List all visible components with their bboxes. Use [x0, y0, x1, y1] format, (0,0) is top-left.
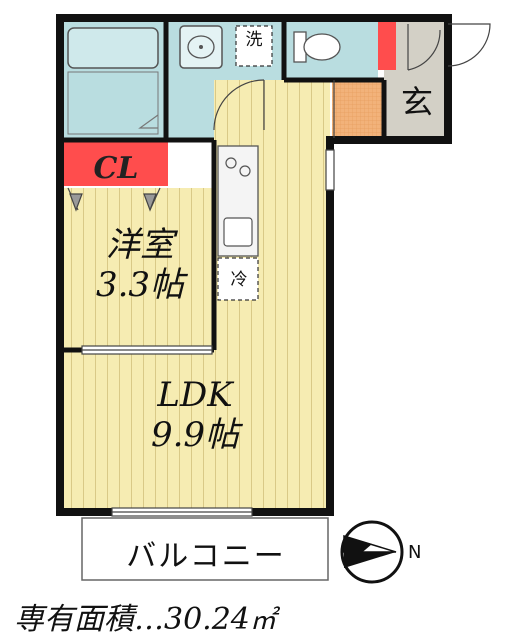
closet-label: CL: [93, 151, 139, 186]
western-room-floor: [60, 188, 216, 350]
entrance-step: [332, 80, 384, 138]
floor-area-unit: ㎡: [249, 606, 276, 636]
doors: [67, 23, 491, 212]
fridge-label: 冷: [230, 270, 248, 290]
shoe-cabinet: [378, 18, 396, 70]
balcony-label: バルコニー: [126, 539, 286, 574]
kitchen-sink: [223, 217, 253, 247]
compass-icon: [340, 520, 404, 584]
ldk-floor: [60, 350, 330, 512]
western-room-label: 洋室 3.3帖: [70, 228, 210, 302]
balcony: [81, 517, 329, 581]
windows: [81, 149, 335, 517]
stove-burner: [225, 157, 237, 169]
bathtub: [67, 27, 159, 69]
drain-icon: [138, 114, 159, 129]
washer-space: [235, 25, 273, 67]
walls: [56, 14, 452, 516]
western-room-size: 3.3帖: [95, 265, 185, 305]
washer-label: 洗: [245, 30, 263, 50]
ldk-name: LDK: [157, 375, 233, 415]
floor-area: 専有面積…30.24㎡: [14, 594, 276, 638]
bath-floor: [67, 71, 159, 135]
ldk-size: 9.9帖: [150, 415, 240, 455]
fridge-space: [217, 257, 259, 301]
western-room-name: 洋室: [106, 225, 174, 265]
north-label: N: [408, 542, 422, 563]
closet: [64, 142, 168, 186]
ldk-label: LDK 9.9帖: [120, 378, 270, 452]
entrance-label: 玄: [400, 83, 433, 121]
floor-area-text: 専有面積…30.24: [14, 602, 250, 637]
stove-burner: [239, 165, 251, 177]
